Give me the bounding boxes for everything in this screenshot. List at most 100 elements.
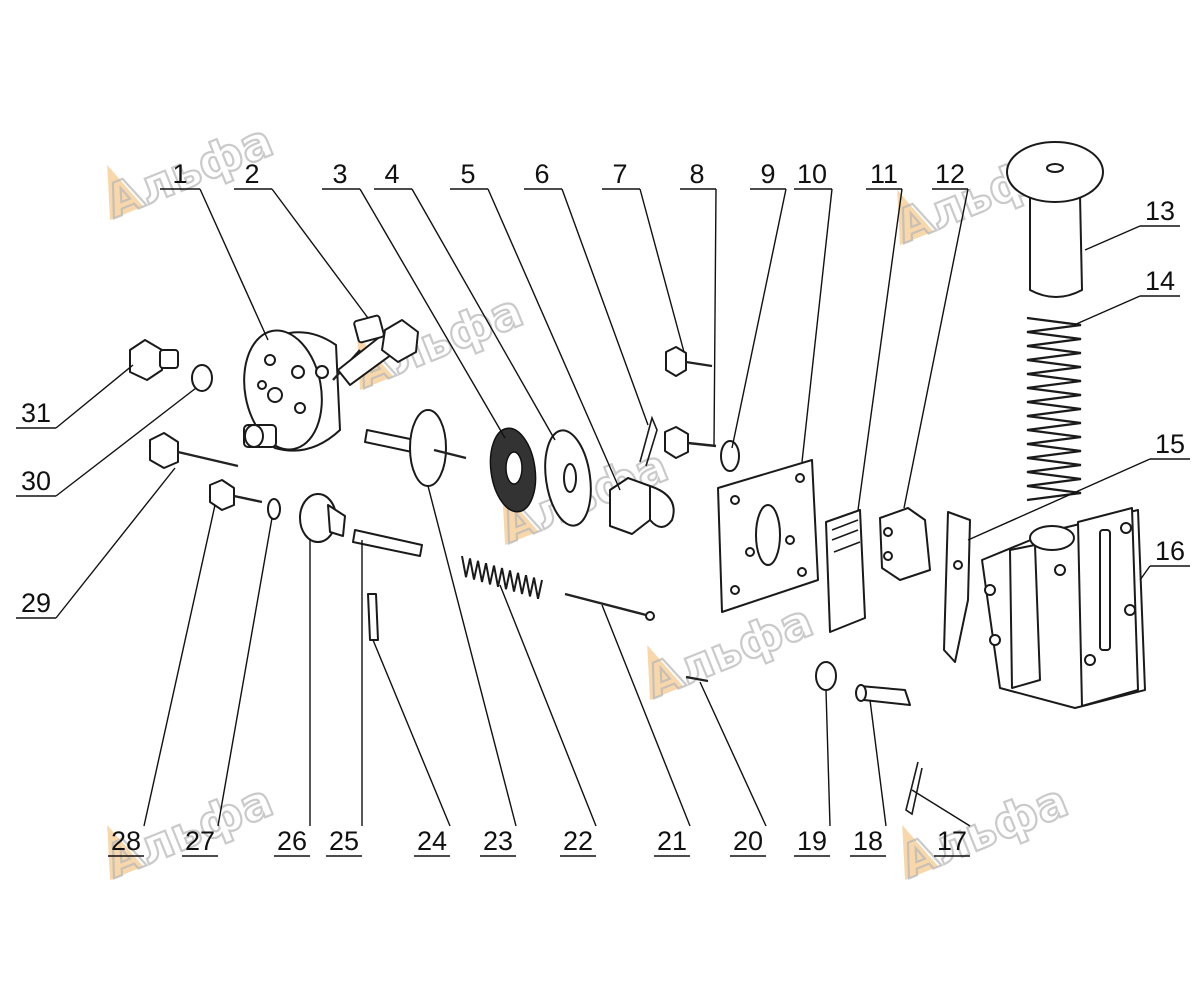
callout-4: 4: [374, 159, 556, 441]
callout-label: 25: [329, 826, 359, 856]
watermark-text: Альфа: [893, 773, 1076, 889]
part-25-pin: [352, 529, 423, 557]
callout-leader: [359, 188, 506, 439]
callout-16: 16: [1139, 536, 1190, 581]
callout-label: 21: [657, 826, 687, 856]
part-16-housing: [981, 507, 1146, 709]
watermark-accent-shape: [107, 825, 144, 880]
callout-29: 29: [16, 467, 176, 619]
callout-label: 16: [1155, 536, 1185, 566]
callout-leader: [1084, 225, 1141, 251]
part-1-body: [243, 329, 341, 452]
part-14-coil-spring: [1026, 316, 1082, 502]
callout-label: 13: [1145, 196, 1175, 226]
callout-label: 3: [332, 159, 347, 189]
callout-label: 28: [111, 826, 141, 856]
watermark-logo: Альфа: [892, 772, 1077, 890]
callout-label: 26: [277, 826, 307, 856]
watermark-accent-shape: [647, 645, 684, 700]
callout-10: 10: [794, 159, 833, 463]
part-23-axle: [364, 409, 467, 487]
callout-leader: [699, 681, 767, 827]
part-11-spring-plate: [825, 509, 866, 633]
callout-leader: [561, 188, 649, 426]
callout-label: 19: [797, 826, 827, 856]
callout-label: 20: [733, 826, 763, 856]
callout-11: 11: [857, 159, 903, 511]
part-29-long-bolt: [149, 432, 239, 469]
callout-28: 28: [108, 504, 216, 857]
part-21-threaded-rod: [564, 592, 655, 621]
callout-9: 9: [731, 159, 787, 449]
callout-label: 17: [937, 826, 967, 856]
watermark-accent-shape: [902, 825, 939, 880]
callout-5: 5: [450, 159, 621, 491]
part-17-wire-pin: [905, 761, 923, 816]
part-3-toothed-disk: [489, 427, 537, 513]
callout-leader: [199, 188, 269, 341]
callout-30: 30: [16, 387, 197, 497]
callout-label: 1: [172, 159, 187, 189]
callout-label: 15: [1155, 429, 1185, 459]
callout-25: 25: [326, 540, 363, 857]
callout-leader: [713, 188, 717, 446]
callout-leader: [857, 188, 903, 511]
callout-leader: [487, 188, 621, 491]
callout-label: 9: [760, 159, 775, 189]
callout-leader: [271, 188, 369, 319]
callout-21: 21: [601, 604, 691, 857]
callout-12: 12: [903, 159, 969, 509]
part-18-pin: [855, 684, 911, 706]
callout-leader: [411, 188, 556, 441]
callout-20: 20: [699, 681, 767, 857]
part-19-washer: [815, 661, 837, 691]
callout-leader: [55, 467, 176, 619]
callout-leader: [731, 188, 787, 449]
callout-19: 19: [794, 689, 831, 857]
part-31-plug: [129, 339, 179, 381]
part-5-cap-nut: [609, 477, 675, 535]
callout-label: 12: [935, 159, 965, 189]
callout-22: 22: [499, 584, 597, 857]
callout-15: 15: [967, 429, 1190, 541]
callout-label: 11: [870, 159, 898, 189]
callout-14: 14: [1073, 266, 1180, 326]
callout-label: 22: [563, 826, 593, 856]
callout-31: 31: [16, 364, 134, 429]
part-30-washer: [191, 364, 213, 392]
callout-label: 29: [21, 588, 51, 618]
parts-layer: [129, 141, 1146, 816]
callout-leader: [601, 604, 691, 827]
callout-leader: [55, 387, 197, 497]
callout-label: 27: [185, 826, 215, 856]
watermark-accent-shape: [897, 190, 934, 246]
callout-1: 1: [160, 159, 269, 341]
callout-leader: [801, 188, 833, 463]
callout-leader: [825, 689, 831, 827]
callout-8: 8: [680, 159, 717, 446]
part-6-cotter-pin: [639, 415, 658, 467]
part-27-ring: [267, 498, 281, 520]
callout-leader: [1073, 295, 1141, 326]
callout-label: 7: [612, 159, 627, 189]
callout-label: 4: [384, 159, 399, 189]
callout-leader: [55, 364, 134, 429]
callout-leader: [869, 699, 887, 827]
part-10-plate: [717, 459, 819, 613]
part-15-bracket: [943, 511, 971, 663]
callout-label: 8: [689, 159, 704, 189]
callout-2: 2: [234, 159, 369, 319]
callout-label: 30: [21, 466, 51, 496]
callout-leader: [967, 458, 1151, 541]
part-22-small-spring: [461, 555, 543, 600]
callout-label: 14: [1145, 266, 1175, 296]
callout-leader: [499, 584, 597, 827]
callout-leader: [1139, 565, 1151, 581]
part-20-small-pin: [685, 675, 709, 683]
callout-13: 13: [1084, 196, 1180, 251]
callout-leader: [639, 188, 685, 353]
callout-leader: [427, 485, 517, 827]
callout-label: 5: [460, 159, 475, 189]
